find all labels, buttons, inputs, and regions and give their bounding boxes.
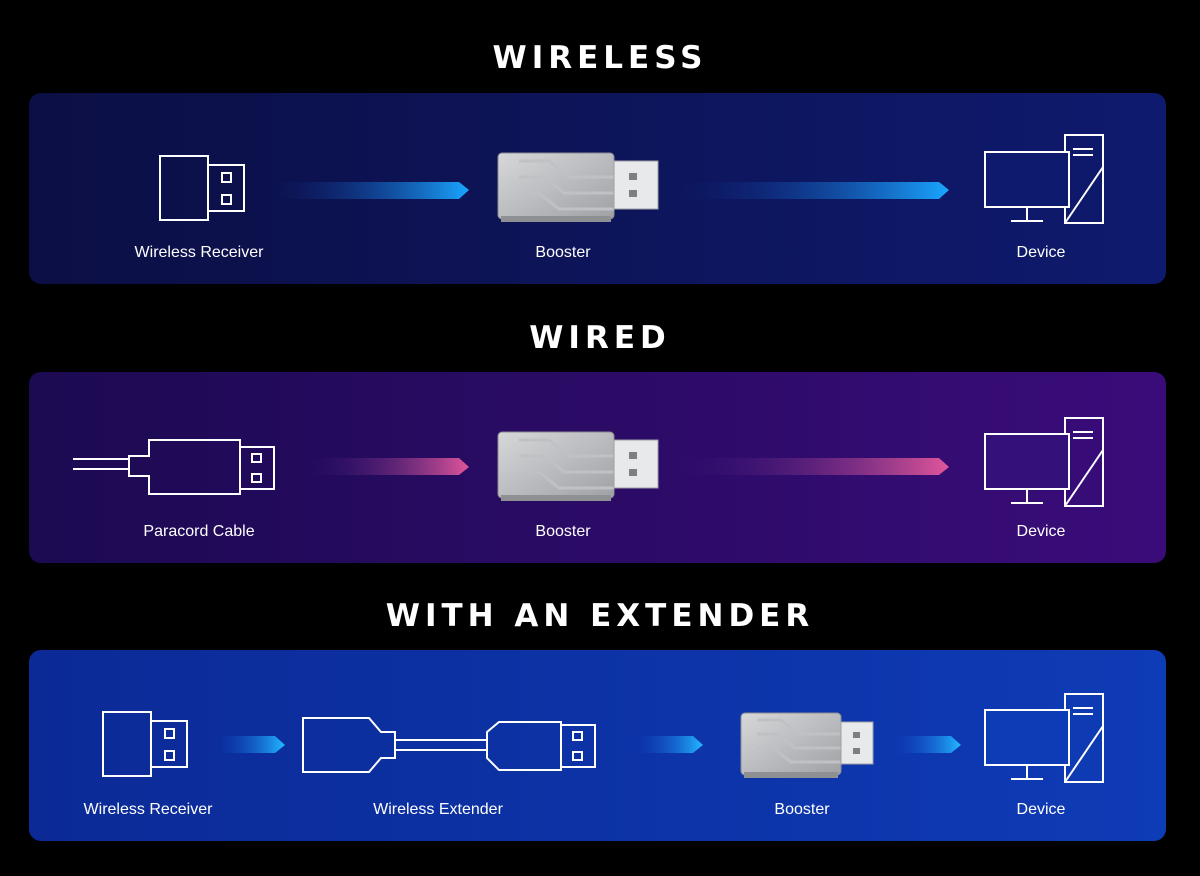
arrow-icon	[269, 182, 469, 199]
device-icon	[984, 417, 1104, 507]
section-title-with-an-extender: WITH AN EXTENDER	[385, 598, 815, 634]
wireless-panel: Wireless Receiver Booster Device	[29, 93, 1166, 284]
paracord-cable-icon	[73, 439, 275, 495]
wireless-receiver-icon	[102, 711, 188, 777]
label-device: Device	[1016, 244, 1066, 261]
extender-panel: Wireless Receiver Wireless Extender Boos…	[29, 650, 1166, 841]
device-icon	[984, 693, 1104, 783]
label-device: Device	[1016, 523, 1066, 540]
arrow-icon	[637, 736, 703, 753]
section-title-wired: WIRED	[529, 320, 671, 356]
wireless-extender-icon	[302, 717, 596, 773]
device-icon	[984, 134, 1104, 224]
arrow-icon	[309, 458, 469, 475]
arrow-icon	[217, 736, 285, 753]
label-wireless-receiver: Wireless Receiver	[83, 801, 213, 818]
booster-icon	[497, 431, 659, 501]
booster-icon	[740, 712, 874, 778]
arrow-icon	[679, 182, 949, 199]
wired-panel: Paracord Cable Booster Device	[29, 372, 1166, 563]
section-title-wireless: WIRELESS	[492, 40, 708, 76]
label-device: Device	[1016, 801, 1066, 818]
label-booster: Booster	[774, 801, 830, 818]
wireless-receiver-icon	[159, 155, 245, 221]
arrow-icon	[679, 458, 949, 475]
booster-icon	[497, 152, 659, 222]
label-booster: Booster	[535, 244, 591, 261]
label-paracord-cable: Paracord Cable	[143, 523, 255, 540]
label-wireless-extender: Wireless Extender	[373, 801, 503, 818]
label-wireless-receiver: Wireless Receiver	[134, 244, 264, 261]
label-booster: Booster	[535, 523, 591, 540]
arrow-icon	[895, 736, 961, 753]
